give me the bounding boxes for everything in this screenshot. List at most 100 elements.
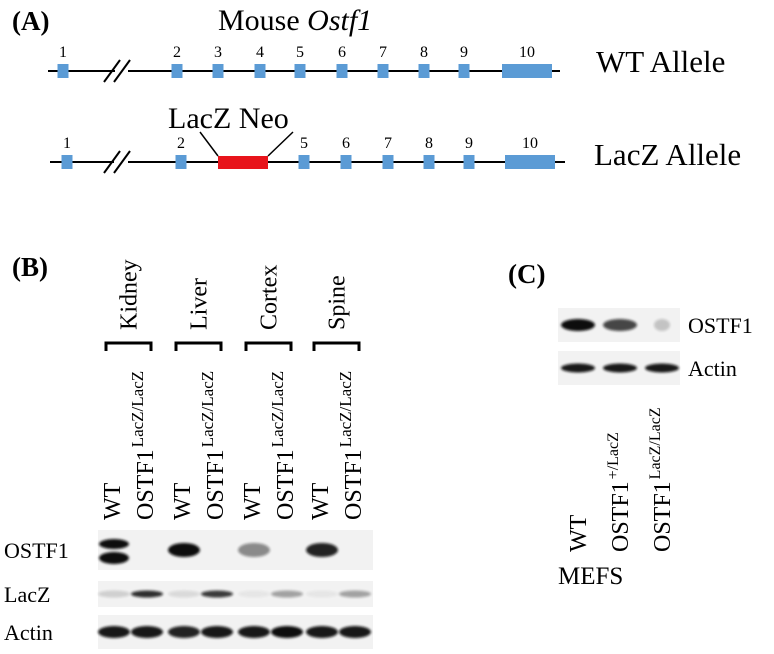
lacz-exon-number: 9 — [465, 135, 473, 152]
panel-b-label: (B) — [12, 252, 48, 282]
lacz-exon-9 — [463, 155, 475, 169]
panel-a-label: (A) — [12, 6, 49, 36]
band — [339, 626, 371, 638]
wt-exon-10 — [502, 64, 552, 78]
wt-exon-8 — [418, 64, 430, 78]
band — [603, 319, 637, 331]
lane-label-b: WT — [240, 482, 266, 520]
row-label-c-ostf1: OSTF1 — [688, 313, 753, 338]
band — [306, 626, 338, 638]
wt-break-mark-1 — [103, 59, 121, 83]
wt-exon-4 — [254, 64, 266, 78]
panel-c-label: (C) — [508, 259, 545, 289]
tissue-bracket — [244, 341, 293, 351]
band — [238, 543, 270, 557]
wt-exon-number: 4 — [256, 44, 264, 61]
band — [201, 590, 233, 598]
tissue-label-kidney: Kidney — [117, 259, 143, 330]
band — [168, 626, 200, 638]
tissue-bracket — [104, 341, 153, 351]
lacz-exon-7 — [382, 155, 394, 169]
cassette-pointer-left — [199, 131, 219, 157]
cassette-pointer-right — [267, 131, 294, 157]
tissue-label-cortex: Cortex — [257, 265, 283, 330]
lane-label-b: OSTF1LacZ/LacZ — [336, 371, 367, 520]
lacz-break-mark-2 — [113, 150, 131, 174]
wt-exon-number: 5 — [296, 44, 304, 61]
band — [131, 590, 163, 598]
wt-exon-6 — [336, 64, 348, 78]
lacz-exon-10 — [505, 155, 555, 169]
lacz-exon-number: 2 — [177, 135, 185, 152]
tissue-bracket — [174, 341, 223, 351]
lane-label-b: OSTF1LacZ/LacZ — [198, 371, 229, 520]
wt-exon-number: 6 — [338, 44, 346, 61]
band — [306, 590, 338, 598]
lacz-break-mark-1 — [103, 150, 121, 174]
band — [645, 363, 679, 373]
band — [561, 319, 595, 331]
lane-label-b: WT — [100, 482, 126, 520]
wt-exon-number: 2 — [173, 44, 181, 61]
lacz-exon-number: 5 — [300, 135, 308, 152]
lane-label-b: OSTF1LacZ/LacZ — [268, 371, 299, 520]
wt-exon-number: 10 — [519, 44, 535, 61]
band — [201, 626, 233, 638]
cassette-label: LacZ Neo — [168, 102, 289, 135]
lacz-exon-6 — [340, 155, 352, 169]
band — [98, 590, 130, 598]
lacz-exon-1 — [61, 155, 73, 169]
wt-exon-number: 7 — [379, 44, 387, 61]
lane-label-b: WT — [170, 482, 196, 520]
band — [238, 590, 270, 598]
wt-exon-7 — [377, 64, 389, 78]
lacz-exon-5 — [298, 155, 310, 169]
lacz-exon-number: 10 — [522, 135, 538, 152]
lane-label-c: WT — [566, 514, 592, 552]
wt-exon-2 — [171, 64, 183, 78]
lacz-exon-number: 7 — [384, 135, 392, 152]
band — [271, 626, 303, 638]
band — [561, 363, 595, 373]
lacz-exon-number: 6 — [342, 135, 350, 152]
gene-title-prefix: Mouse — [218, 4, 300, 37]
lane-label-c: OSTF1LacZ/LacZ — [647, 407, 676, 552]
lane-labels-c: WT OSTF1+/LacZ OSTF1LacZ/LacZ — [566, 407, 676, 552]
lacz-exon-2 — [175, 155, 187, 169]
lacz-neo-cassette — [218, 156, 268, 169]
row-label-c-actin: Actin — [688, 356, 737, 381]
wt-exon-5 — [294, 64, 306, 78]
band — [306, 543, 338, 557]
band — [99, 552, 129, 564]
band — [99, 539, 129, 549]
band — [98, 626, 130, 638]
gene-title-gene: Ostf1 — [307, 4, 372, 37]
lacz-exon-number: 8 — [425, 135, 433, 152]
band — [339, 590, 371, 598]
tissue-label-spine: Spine — [325, 275, 351, 330]
wt-break-mark-2 — [113, 59, 131, 83]
wt-allele-label: WT Allele — [596, 44, 725, 79]
lacz-allele-label: LacZ Allele — [594, 137, 741, 172]
band — [131, 626, 163, 638]
band — [168, 590, 200, 598]
gene-title: Mouse Ostf1 — [218, 4, 372, 37]
band — [271, 590, 303, 598]
band — [168, 543, 200, 557]
lacz-exon-8 — [423, 155, 435, 169]
wt-exon-3 — [212, 64, 224, 78]
wt-exon-1 — [57, 64, 69, 78]
wt-exon-number: 9 — [460, 44, 468, 61]
wt-exon-9 — [458, 64, 470, 78]
lane-label-c: OSTF1+/LacZ — [605, 432, 634, 552]
